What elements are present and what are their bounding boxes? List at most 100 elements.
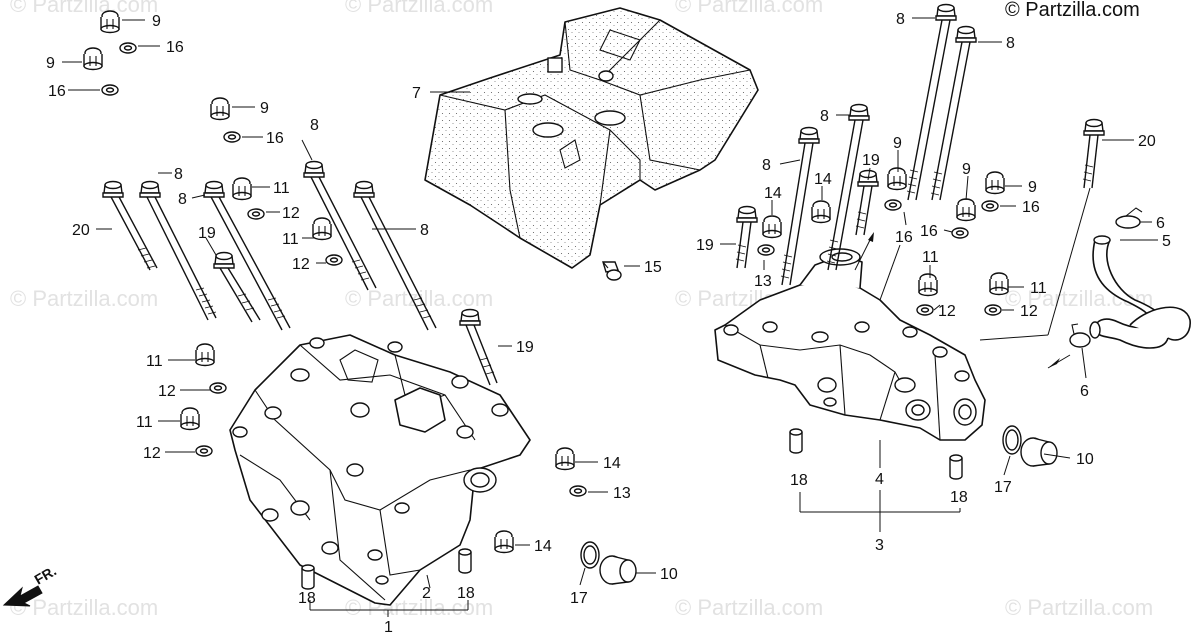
- cap-nut-part-11[interactable]: [180, 407, 200, 431]
- callout-label: 9: [260, 100, 269, 117]
- cylinder-head-part-4[interactable]: [714, 248, 986, 441]
- callout-label: 13: [613, 485, 631, 502]
- washer-part-12[interactable]: [916, 304, 934, 316]
- bolt-part-8-right-a[interactable]: [906, 3, 957, 201]
- washer-part-13[interactable]: [757, 244, 775, 256]
- o-ring-part-17-left[interactable]: [580, 541, 600, 569]
- callout-label: 12: [292, 256, 310, 273]
- bolt-part-8-right-b[interactable]: [930, 25, 977, 201]
- bolt-part-8-left-a[interactable]: [139, 180, 217, 321]
- callout-label: 20: [1138, 133, 1156, 150]
- dowel-pin-part-18[interactable]: [949, 454, 963, 480]
- bolt-part-20-right[interactable]: [1082, 118, 1105, 189]
- washer-part-16[interactable]: [119, 42, 137, 54]
- bolt-part-8-left-c[interactable]: [303, 160, 377, 291]
- front-direction-label: FR.: [32, 562, 60, 587]
- washer-part-12[interactable]: [325, 254, 343, 266]
- callout-label: 11: [136, 414, 153, 431]
- callout-label: 12: [938, 303, 956, 320]
- breather-hose-part-5[interactable]: [1089, 235, 1191, 349]
- callout-label: 16: [166, 39, 184, 56]
- callout-label: 18: [950, 489, 968, 506]
- bolt-part-8-right-c[interactable]: [780, 126, 820, 286]
- callout-label: 11: [273, 180, 290, 197]
- callout-label: 2: [422, 585, 431, 602]
- cap-nut-part-11[interactable]: [312, 217, 332, 241]
- washer-part-16[interactable]: [951, 227, 969, 239]
- dowel-pin-part-18[interactable]: [458, 548, 472, 574]
- plug-part-10-left[interactable]: [599, 555, 637, 585]
- callout-label: 18: [457, 585, 475, 602]
- o-ring-part-17-right[interactable]: [1002, 425, 1022, 455]
- watermark-text: © Partzilla.com: [345, 0, 493, 17]
- callout-label: 8: [310, 117, 319, 134]
- pointer-arrows: [868, 232, 1060, 368]
- cap-nut-part-9[interactable]: [100, 10, 120, 34]
- washer-part-12[interactable]: [984, 304, 1002, 316]
- callout-label: 10: [660, 566, 678, 583]
- callout-label: 9: [152, 13, 161, 30]
- watermark-text: © Partzilla.com: [10, 0, 158, 17]
- callout-label: 8: [1006, 35, 1015, 52]
- cap-nut-part-11[interactable]: [989, 272, 1009, 296]
- cap-nut-part-9[interactable]: [887, 167, 907, 191]
- callout-label: 6: [1156, 215, 1165, 232]
- cap-nut-part-11[interactable]: [195, 343, 215, 367]
- callout-label: 9: [1028, 179, 1037, 196]
- bolt-part-19-right-a[interactable]: [735, 205, 758, 269]
- washer-part-16[interactable]: [981, 200, 999, 212]
- callout-label: 14: [603, 455, 621, 472]
- washer-part-12[interactable]: [195, 445, 213, 457]
- washer-part-13[interactable]: [569, 485, 587, 497]
- bolt-part-19-left[interactable]: [213, 251, 261, 323]
- cylinder-head-part-2[interactable]: [229, 334, 531, 606]
- watermark-text: © Partzilla.com: [675, 0, 823, 17]
- callout-label: 3: [875, 537, 884, 554]
- bolt-part-19-left-b[interactable]: [459, 308, 498, 386]
- cap-nut-part-9[interactable]: [210, 97, 230, 121]
- cap-nut-part-14[interactable]: [762, 215, 782, 239]
- bolt-part-20-left[interactable]: [102, 180, 158, 271]
- callout-label: 15: [644, 259, 662, 276]
- washer-part-16[interactable]: [223, 131, 241, 143]
- bolt-part-8-left-b[interactable]: [203, 180, 291, 331]
- callout-label: 8: [178, 191, 187, 208]
- callout-label: 17: [570, 590, 588, 607]
- callout-label: 14: [814, 171, 832, 188]
- bolt-part-15[interactable]: [602, 261, 622, 281]
- cap-nut-part-9[interactable]: [985, 171, 1005, 195]
- washer-part-16[interactable]: [101, 84, 119, 96]
- dowel-pin-part-18[interactable]: [301, 564, 315, 590]
- callout-label: 6: [1080, 383, 1089, 400]
- hose-clip-part-6-top[interactable]: [1115, 207, 1143, 229]
- washer-part-16[interactable]: [884, 199, 902, 211]
- callout-label: 19: [862, 152, 880, 169]
- callout-label: 11: [1030, 280, 1047, 297]
- bolt-part-19-right-b[interactable]: [855, 169, 879, 236]
- watermark-text: © Partzilla.com: [10, 595, 158, 620]
- cap-nut-part-14[interactable]: [811, 200, 831, 224]
- cap-nut-part-11[interactable]: [918, 273, 938, 297]
- callout-label: 9: [962, 161, 971, 178]
- callout-label: 8: [420, 222, 429, 239]
- watermark-text: © Partzilla.com: [1005, 595, 1153, 620]
- callout-label: 1: [384, 619, 393, 636]
- cap-nut-part-9[interactable]: [956, 198, 976, 222]
- callout-label: 8: [762, 157, 771, 174]
- hose-clip-part-6-bottom[interactable]: [1069, 323, 1091, 348]
- bolt-part-8-left-d[interactable]: [353, 180, 437, 331]
- cap-nut-part-11[interactable]: [232, 177, 252, 201]
- dowel-pin-part-18[interactable]: [789, 428, 803, 454]
- callout-label: 5: [1162, 233, 1171, 250]
- cap-nut-part-14[interactable]: [494, 530, 514, 554]
- cap-nut-part-14[interactable]: [555, 447, 575, 471]
- callout-label: 16: [895, 229, 913, 246]
- plug-part-10-right[interactable]: [1020, 437, 1058, 467]
- washer-part-12[interactable]: [209, 382, 227, 394]
- bolt-part-8-right-d[interactable]: [826, 103, 870, 271]
- callout-label: 16: [1022, 199, 1040, 216]
- washer-part-12[interactable]: [247, 208, 265, 220]
- head-cover-part-7[interactable]: [424, 7, 759, 269]
- cap-nut-part-9[interactable]: [83, 47, 103, 71]
